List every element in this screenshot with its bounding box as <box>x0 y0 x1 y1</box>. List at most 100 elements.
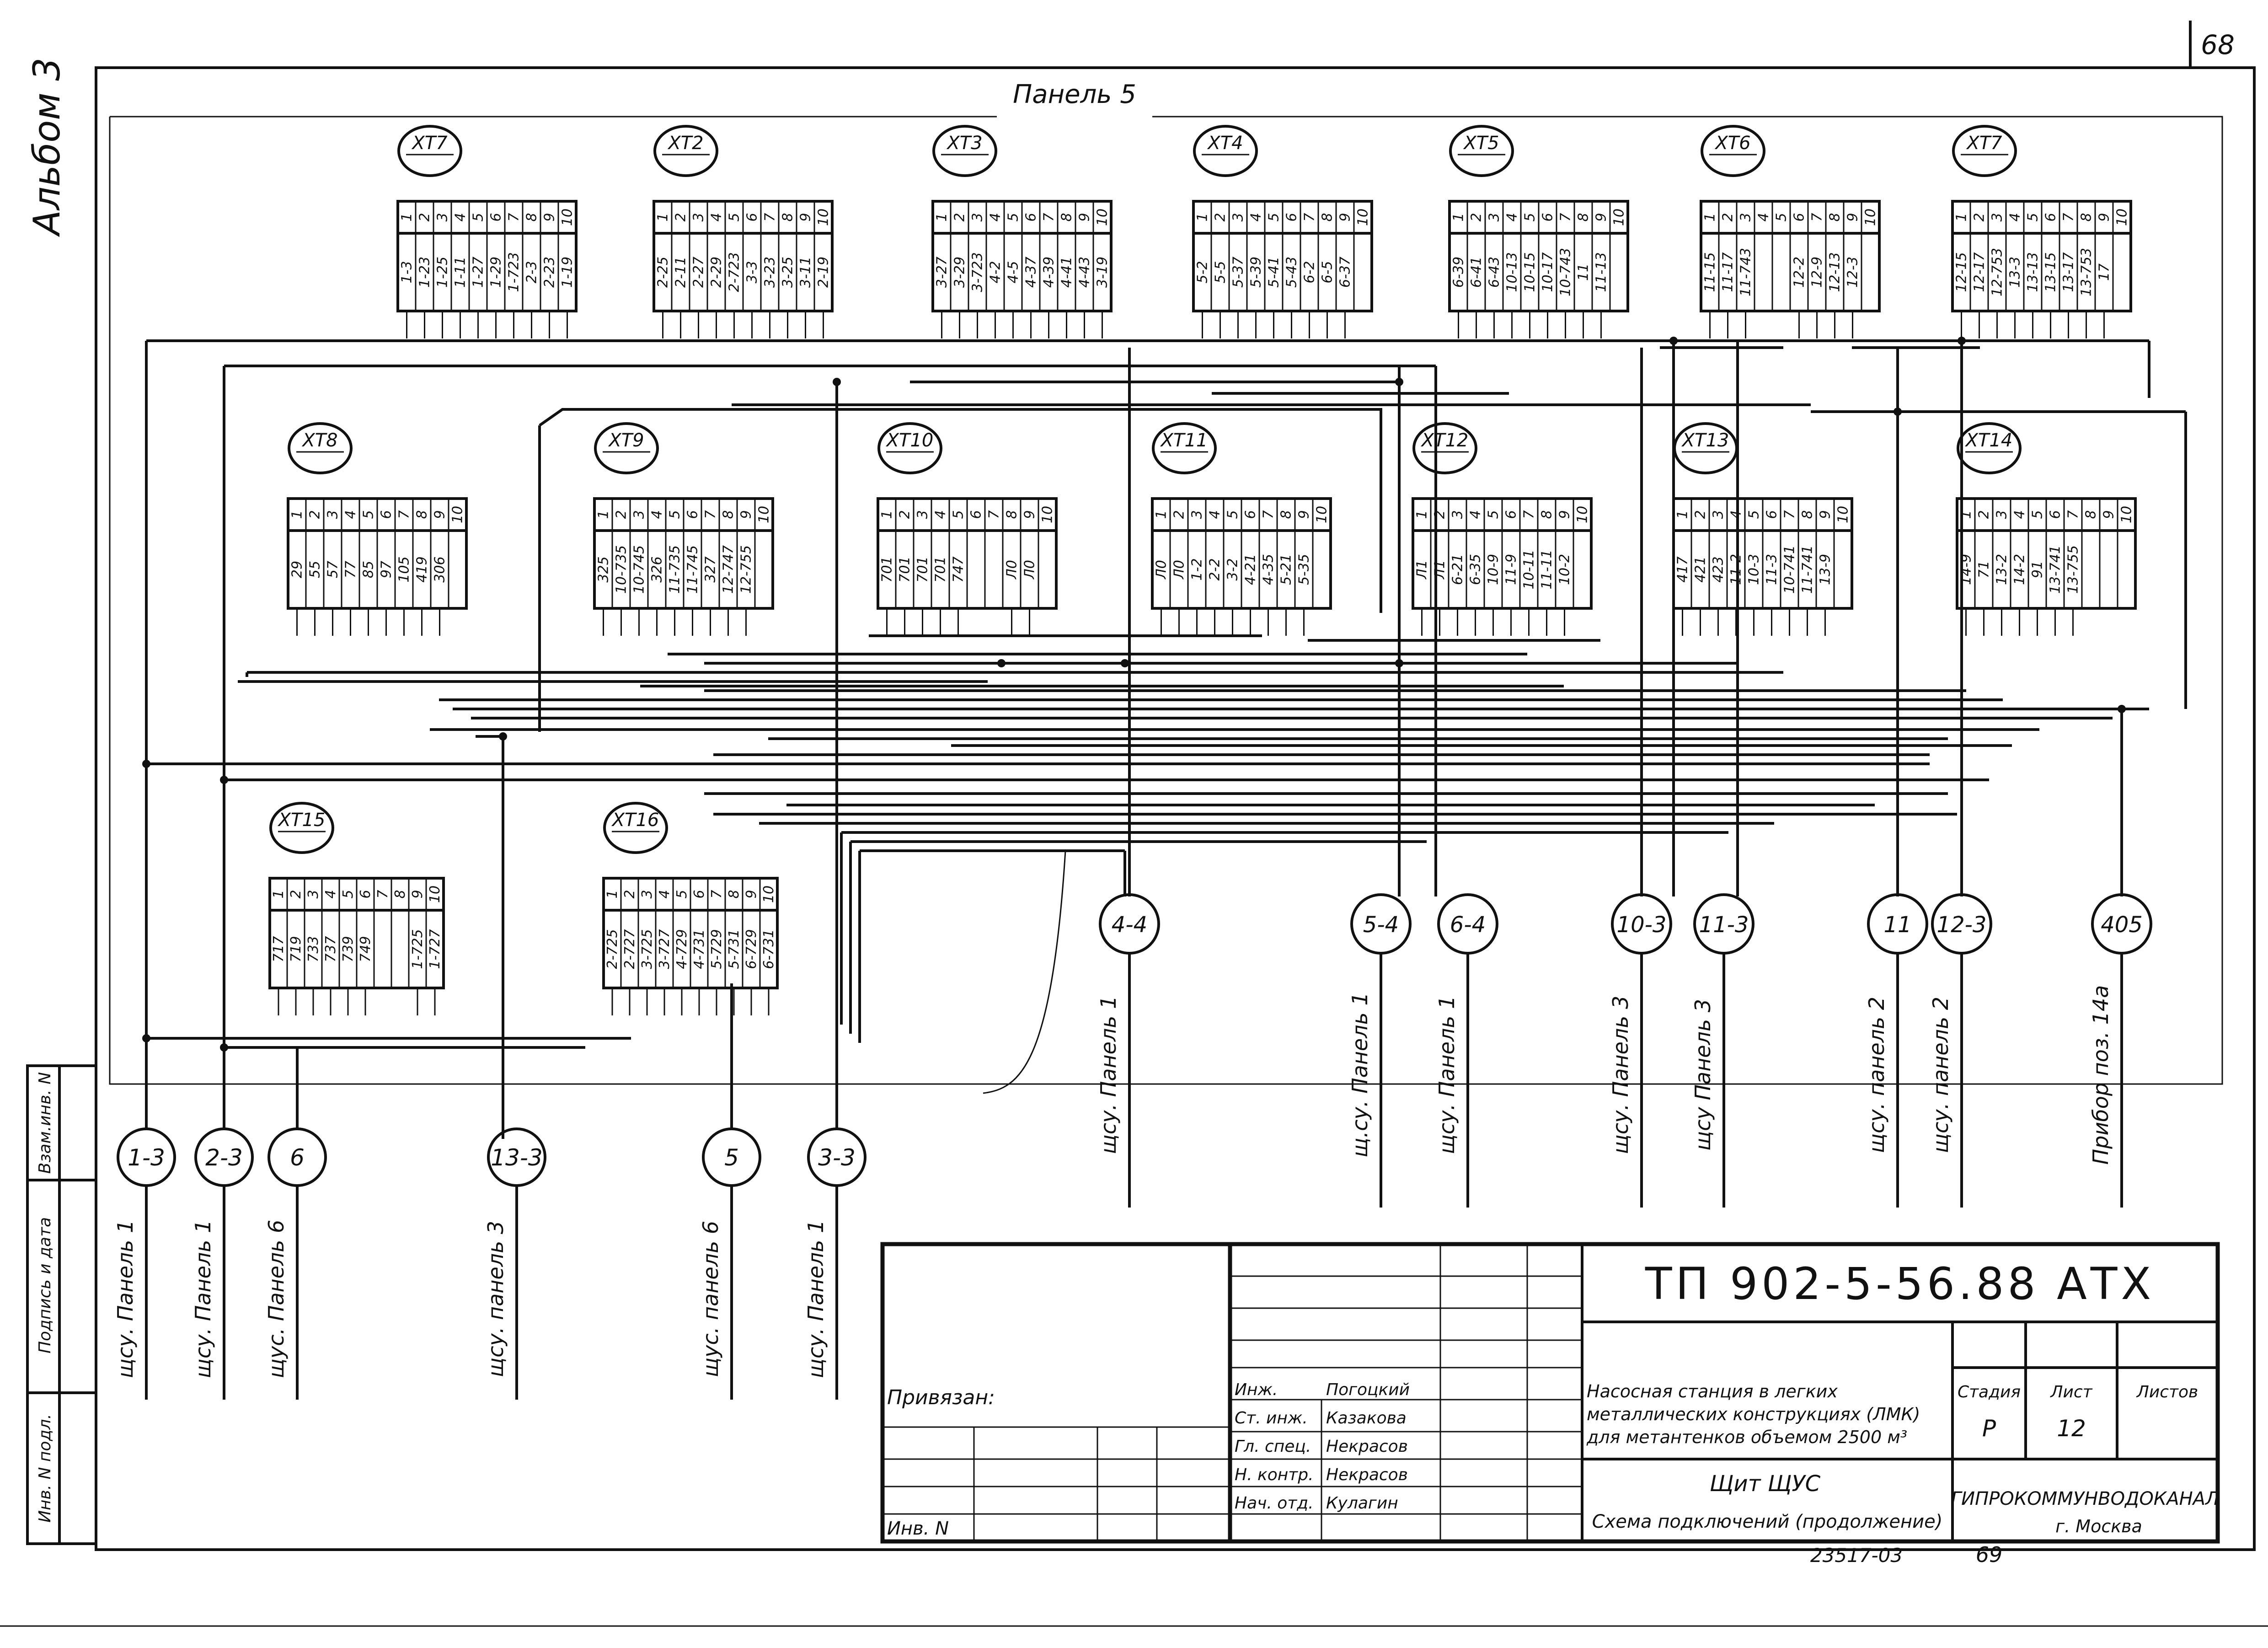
terminal-destination: щсу. панель 2 <box>1928 997 1953 1153</box>
terminal-number: 7 <box>1261 510 1277 519</box>
terminal-number: 7 <box>1809 213 1825 221</box>
wire-code: 2-25 <box>655 257 671 288</box>
side-stamp: Взам.инв. N Подпись и дата Инв. N подл. <box>26 1064 97 1545</box>
terminal-number: 6 <box>968 510 984 519</box>
terminal-number: 3 <box>325 510 341 519</box>
terminal-destination: щус. Панель 6 <box>264 1220 289 1379</box>
terminal-number: 10 <box>1355 209 1371 226</box>
block-label: XT7 <box>1966 133 2002 154</box>
block-label-circle <box>653 125 718 177</box>
sheet-title-1: Щит ЩУС <box>1710 1471 1821 1497</box>
terminal-number: 8 <box>392 890 408 898</box>
terminal-number: 3 <box>1994 510 2010 519</box>
wire-code: Л1 <box>1414 560 1430 580</box>
terminal-number: 4 <box>2007 213 2023 221</box>
organization-2: г. Москва <box>2055 1516 2142 1536</box>
sheet-bottom-number: 69 <box>1976 1542 2003 1567</box>
terminal-number: 10 <box>1835 506 1851 523</box>
block-label: XT5 <box>1463 133 1499 154</box>
title-inv: Инв. N <box>887 1518 949 1539</box>
organization-1: ГИПРОКОММУНВОДОКАНАЛ <box>1951 1488 2219 1509</box>
terminal-number: 6 <box>1503 510 1519 519</box>
wire-code: 13-3 <box>2007 257 2023 288</box>
terminal-number: 4 <box>933 510 949 519</box>
wire-code: 733 <box>305 936 321 962</box>
block-label-circle <box>603 802 668 854</box>
role-name: Некрасов <box>1326 1465 1408 1484</box>
block-label: XT8 <box>301 430 337 451</box>
wire-code: 4-41 <box>1059 257 1075 288</box>
terminal-number: 6 <box>691 890 707 898</box>
wire-code: 4-731 <box>691 929 707 969</box>
wire-code: 6-37 <box>1337 257 1353 288</box>
wire-code: 14-2 <box>2012 554 2028 585</box>
wire-code: 4-35 <box>1261 554 1277 585</box>
col-sheet: Лист <box>2049 1383 2092 1401</box>
wire-code: 1-3 <box>399 261 415 284</box>
wire-code: 1-11 <box>453 257 469 288</box>
terminal-number: 3 <box>1738 213 1754 221</box>
wire-code: 85 <box>361 561 377 578</box>
wire-code: 13-753 <box>2079 248 2095 296</box>
wire-code: Л0 <box>1171 560 1187 580</box>
terminal-number: 3 <box>1711 510 1727 519</box>
terminal-number: 8 <box>1278 510 1294 519</box>
terminal-number: 3 <box>1487 213 1503 221</box>
terminal-number: 3 <box>970 213 986 221</box>
terminal-number: 1 <box>604 890 620 898</box>
terminal-number: 3 <box>1990 213 2006 221</box>
terminal-number: 7 <box>1041 213 1057 221</box>
terminal-destination: щсу. панель 3 <box>483 1221 508 1377</box>
wire-code: 4-39 <box>1041 257 1057 288</box>
terminal-label: 6 <box>290 1144 305 1171</box>
wire-code: 10-735 <box>614 545 630 594</box>
terminal-number: 9 <box>2097 213 2113 221</box>
block-label: XT2 <box>667 133 703 154</box>
wire-code: 3-29 <box>952 257 968 288</box>
panel-outline-right <box>109 116 2223 1085</box>
terminal-number: 1 <box>1675 510 1691 519</box>
role-name: Кулагин <box>1326 1494 1398 1513</box>
terminal-number: 3 <box>1230 213 1246 221</box>
terminal-number: 10 <box>2114 209 2130 226</box>
wire-code: 13-17 <box>2061 252 2077 292</box>
terminal-label: 2-3 <box>205 1144 243 1171</box>
terminal-number: 6 <box>685 510 701 519</box>
terminal-number: 1 <box>1195 213 1211 221</box>
terminal-number: 2 <box>622 890 638 898</box>
block-label-circle <box>1952 125 2017 177</box>
terminal-number: 6 <box>358 890 374 898</box>
wire-code: 2-2 <box>1207 558 1223 581</box>
wire-code: 1-29 <box>488 257 504 288</box>
wire-code: 1-27 <box>471 257 487 288</box>
terminal-number: 10 <box>1863 209 1879 226</box>
terminal-label: 11 <box>1883 912 1911 938</box>
terminal-number: 5 <box>1774 213 1790 221</box>
terminal-number: 5 <box>1006 213 1022 221</box>
wire-code: 5-41 <box>1266 257 1282 288</box>
wire-code: 2-11 <box>673 257 689 288</box>
terminal-number: 9 <box>744 890 760 898</box>
terminal-number: 9 <box>1818 510 1834 519</box>
terminal-number: 2 <box>897 510 913 519</box>
wire-code: 5-39 <box>1248 257 1264 288</box>
terminal-number: 6 <box>1023 213 1039 221</box>
terminal-destination: щсу. Панель 1 <box>113 1220 138 1379</box>
terminal-number: 3 <box>305 890 321 898</box>
wire-code: 717 <box>271 936 287 962</box>
wire-code: 10-2 <box>1557 554 1573 585</box>
block-label-circle <box>1412 422 1477 474</box>
wire-code: Л0 <box>1154 560 1170 580</box>
wire-code: 10-745 <box>631 545 647 594</box>
terminal-number: 3 <box>915 510 931 519</box>
block-label: XT16 <box>611 810 659 831</box>
terminal-number: 7 <box>2061 213 2077 221</box>
terminal-number: 5 <box>2025 213 2041 221</box>
terminal-number: 9 <box>1022 510 1038 519</box>
terminal-number: 9 <box>1337 213 1353 221</box>
